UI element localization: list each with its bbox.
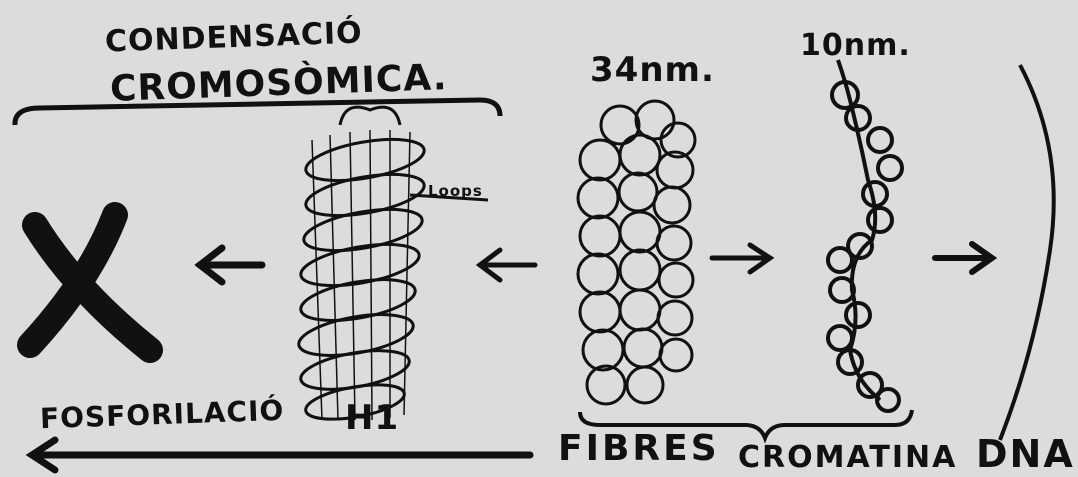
label-fibres: FIBRES [558,428,720,469]
label-cromatina: CROMATINA [738,440,957,475]
arrow-right-1 [712,245,770,272]
label-loops: Loops [428,182,483,200]
label-h1: H1 [345,398,399,438]
fibre-10nm [828,60,902,411]
arrow-right-2 [935,244,992,272]
coiled-loops-structure [296,107,488,425]
label-dna: DNA [976,432,1075,476]
chromosome-x [30,215,150,350]
label-10nm: 10nm. [800,28,911,63]
dna-strand [1000,65,1054,440]
label-34nm: 34nm. [590,50,715,90]
arrow-left-2 [480,250,535,280]
fibre-34nm [578,101,695,404]
arrow-left-1 [200,248,262,282]
phosphorylation-arrow [32,440,530,470]
